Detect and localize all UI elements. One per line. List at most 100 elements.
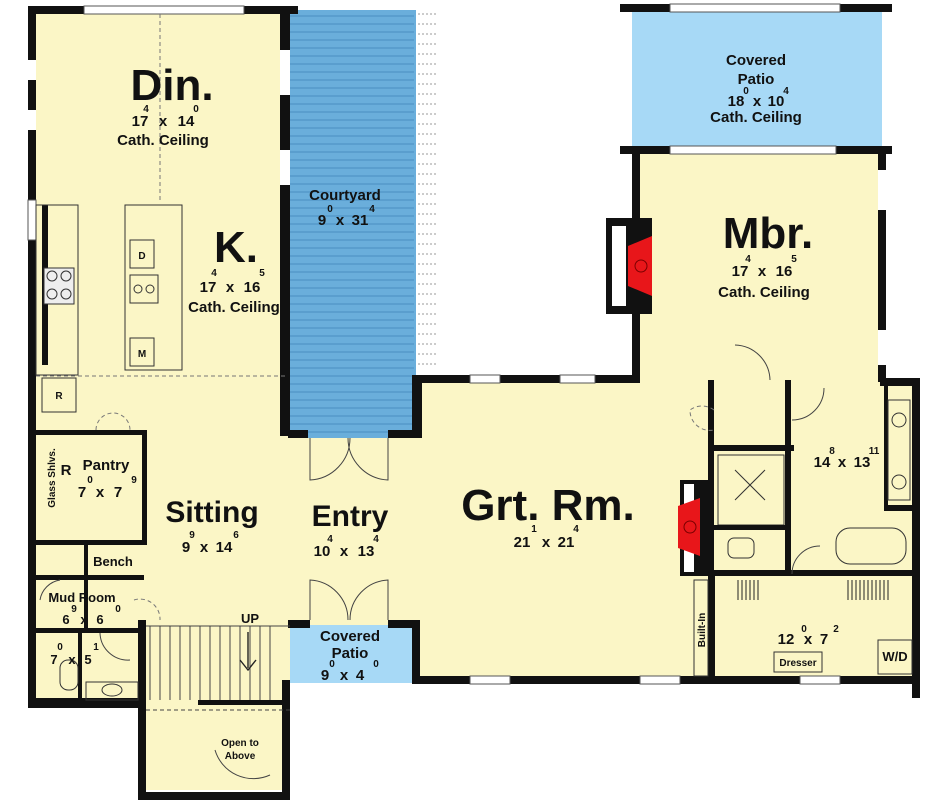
svg-text:7: 7 [78,484,86,501]
label-courtyard: Courtyard 0 4 9 x 31 [309,187,381,229]
fireplace-master [606,218,652,314]
svg-text:Cath. Ceiling: Cath. Ceiling [710,109,802,126]
svg-text:6: 6 [233,530,239,541]
label-built-in: Built-In [697,613,708,647]
svg-text:x: x [804,631,813,648]
svg-text:0: 0 [193,104,199,115]
label-pantry: Pantry R 0 9 7 x 7 Glass Shlvs. [47,448,137,508]
label-mud-room: Mud Room 9 0 6 x 6 [48,590,121,627]
svg-text:Patio: Patio [738,71,775,88]
covered-patio-top-area [632,10,882,150]
svg-text:0: 0 [373,659,379,670]
svg-text:x: x [96,484,105,501]
svg-text:Cath. Ceiling: Cath. Ceiling [117,132,209,149]
svg-text:x: x [226,279,235,296]
svg-text:4: 4 [745,254,751,265]
open-to-above-pointer [214,749,271,780]
covered-patio-bottom-area [290,625,418,683]
svg-text:11: 11 [869,446,880,457]
kitchen-microwave-label: M [138,349,146,360]
svg-text:Glass Shlvs.: Glass Shlvs. [47,448,58,508]
svg-text:x: x [542,534,551,551]
kitchen-dishwasher-label: D [138,251,145,262]
svg-text:9: 9 [131,475,137,486]
svg-text:x: x [200,539,209,556]
washer-dryer [877,639,913,675]
svg-text:9: 9 [71,604,77,615]
svg-text:x: x [340,543,349,560]
svg-text:10: 10 [314,543,331,560]
kitchen-fridge-label: R [55,391,63,402]
svg-text:Sitting: Sitting [165,496,258,529]
svg-text:12: 12 [778,631,795,648]
svg-text:4: 4 [369,204,375,215]
svg-text:Cath. Ceiling: Cath. Ceiling [718,284,810,301]
svg-text:Covered: Covered [320,628,380,645]
svg-text:4: 4 [783,86,789,97]
label-entry: Entry 4 4 10 x 13 [312,500,389,560]
svg-text:x: x [758,263,767,280]
label-stairs-up: UP [241,611,259,626]
svg-text:Cath. Ceiling: Cath. Ceiling [188,299,280,316]
svg-text:18: 18 [728,93,745,110]
svg-text:1: 1 [93,642,99,653]
door-swings [39,344,825,661]
courtyard-overhang-lines [418,13,438,365]
svg-text:7: 7 [50,652,57,667]
svg-text:4: 4 [356,667,365,684]
svg-text:0: 0 [329,659,335,670]
label-master-bedroom: Mbr. 4 5 17 x 16 Cath. Ceiling [718,209,813,301]
svg-text:21: 21 [558,534,575,551]
svg-text:14: 14 [216,539,233,556]
svg-text:13: 13 [854,454,871,471]
svg-text:13: 13 [358,543,375,560]
svg-text:R: R [61,462,72,479]
svg-text:2: 2 [833,624,839,635]
stairs [146,625,290,711]
label-dresser: Dresser [779,658,816,669]
svg-text:4: 4 [373,534,379,545]
label-powder-room: 0 1 7 x 5 [50,642,99,667]
svg-text:Mbr.: Mbr. [723,209,813,258]
svg-text:x: x [838,454,847,471]
svg-text:K.: K. [214,223,258,272]
svg-text:9: 9 [182,539,190,556]
svg-text:17: 17 [200,279,217,296]
label-washer-dryer: W/D [882,649,907,664]
closet-hanging-rods [737,580,889,600]
svg-text:0: 0 [743,86,749,97]
svg-text:Din.: Din. [130,61,213,110]
label-sitting: Sitting 9 6 9 x 14 [165,496,258,556]
svg-text:14: 14 [814,454,831,471]
svg-text:5: 5 [84,652,91,667]
svg-text:0: 0 [57,642,63,653]
svg-text:7: 7 [820,631,828,648]
label-great-room: Grt. Rm. 1 4 21 x 21 [461,481,635,551]
svg-text:Courtyard: Courtyard [309,187,381,204]
svg-text:0: 0 [115,604,121,615]
svg-text:17: 17 [732,263,749,280]
svg-text:5: 5 [791,254,797,265]
svg-text:Covered: Covered [726,52,786,69]
svg-text:1: 1 [531,524,537,535]
label-master-bath: 8 11 14 x 13 [814,446,880,471]
svg-text:6: 6 [62,612,69,627]
svg-text:x: x [80,612,88,627]
svg-text:Entry: Entry [312,500,389,533]
label-open-to-above-1: Open to [221,738,259,749]
label-dining: Din. 4 0 17 x 14 Cath. Ceiling [117,61,213,149]
svg-text:0: 0 [87,475,93,486]
svg-text:9: 9 [189,530,195,541]
label-bench: Bench [93,554,133,569]
svg-text:4: 4 [327,534,333,545]
svg-text:Pantry: Pantry [83,457,130,474]
svg-text:Mud Room: Mud Room [48,590,115,605]
svg-text:7: 7 [114,484,122,501]
svg-text:0: 0 [801,624,807,635]
svg-text:x: x [68,652,76,667]
dresser [773,651,823,673]
label-kitchen: K. 4 5 17 x 16 Cath. Ceiling [188,223,280,316]
kitchen-fixtures [35,14,288,413]
window-marks [27,3,841,685]
